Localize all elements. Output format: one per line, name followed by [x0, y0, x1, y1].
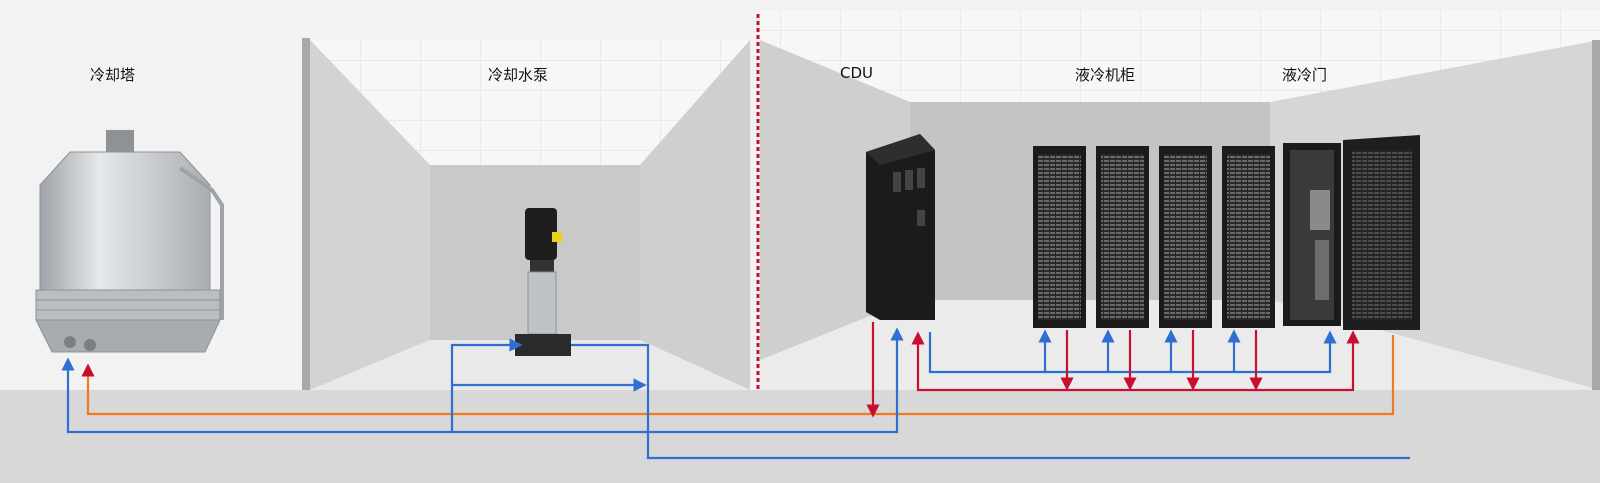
condenser-return-line	[81, 335, 1395, 416]
liquid-cooling-door-rack	[1283, 135, 1420, 330]
rack-branch-pipes	[1038, 329, 1263, 391]
cooling-tower-label: 冷却塔	[90, 66, 136, 84]
liquid-cabinet-label: 液冷机柜	[1075, 66, 1136, 84]
pump-outlet-line	[571, 343, 1410, 460]
cooling-pump-label: 冷却水泵	[488, 66, 549, 84]
liquid-door-label: 液冷门	[1282, 66, 1328, 84]
liquid-cabinet	[1159, 146, 1212, 328]
liquid-cooled-racks	[1033, 146, 1275, 328]
liquid-cabinet	[1096, 146, 1149, 328]
liquid-cabinet	[1033, 146, 1086, 328]
liquid-cabinet	[1222, 146, 1275, 328]
cdu-label: CDU	[840, 64, 874, 82]
cdu-unit	[866, 134, 935, 320]
pump-inlet-line-upper	[450, 338, 523, 432]
condenser-supply-line	[61, 327, 904, 434]
